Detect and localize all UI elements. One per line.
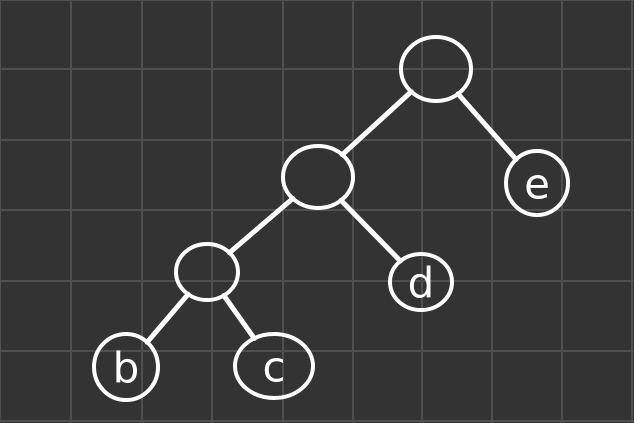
node-label: b — [113, 344, 140, 393]
tree-nodes: b c d e — [92, 35, 570, 402]
node-label: e — [524, 160, 550, 209]
edge-n1-d — [338, 197, 403, 264]
tree-node-c: c — [233, 332, 315, 400]
tree-node-n1 — [281, 144, 355, 210]
tree-node-d: d — [388, 252, 454, 312]
edge-n2-b — [144, 291, 191, 345]
tree-node-e: e — [504, 149, 570, 217]
tree-node-b: b — [92, 332, 160, 402]
node-circle — [281, 144, 355, 210]
node-label: d — [408, 259, 435, 308]
node-circle — [399, 35, 473, 103]
edge-root-e — [455, 91, 519, 162]
tree-node-root — [399, 35, 473, 103]
node-circle — [174, 242, 240, 302]
edge-root-n1 — [339, 89, 414, 158]
tree-edges — [144, 89, 519, 345]
node-label: c — [262, 343, 285, 392]
edge-n1-n2 — [227, 196, 296, 256]
node-circle — [388, 252, 454, 312]
tree-node-n2 — [174, 242, 240, 302]
node-circle — [504, 149, 570, 217]
edge-n2-c — [221, 293, 257, 341]
node-circle — [233, 332, 315, 400]
node-circle — [92, 332, 160, 402]
